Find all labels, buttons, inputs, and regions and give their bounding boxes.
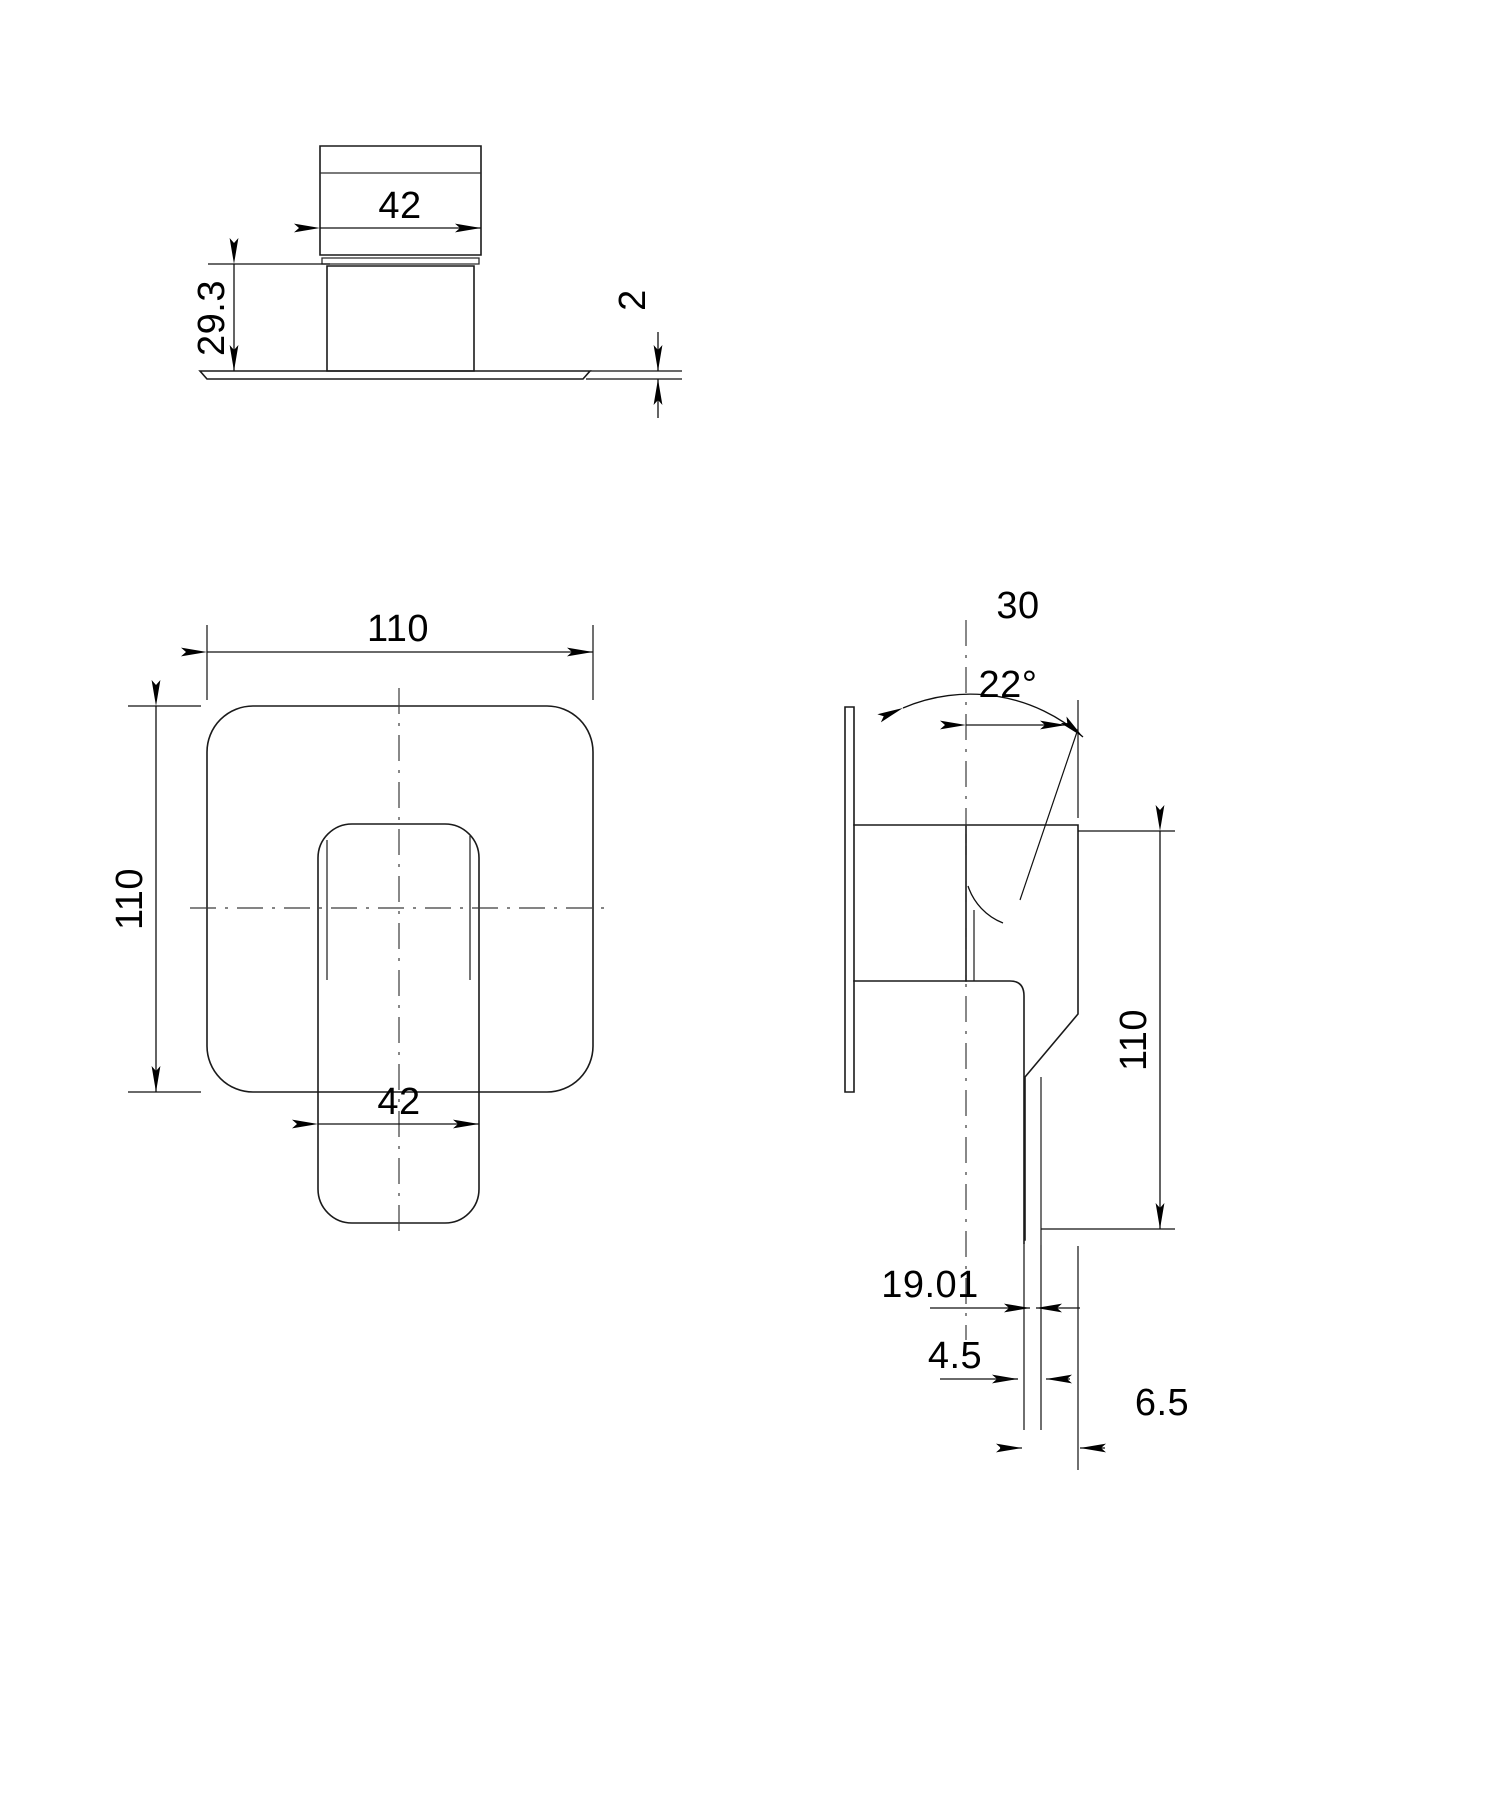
top-view-handle-cap [319, 145, 482, 256]
dimension-side-30-text: 30 [996, 585, 1039, 627]
dimension-front-110-horizontal: 110 [181, 608, 594, 700]
dimension-front-110-vertical-text: 110 [109, 868, 151, 930]
dimension-side-110: 110 [1041, 805, 1175, 1230]
side-view: 30 22° 110 19.01 [844, 585, 1189, 1470]
dimension-front-42: 42 [292, 1081, 479, 1129]
dimension-top-42-text: 42 [378, 185, 421, 227]
front-view-wall-plate [206, 705, 594, 1093]
front-view: 110 110 42 [109, 608, 610, 1240]
top-view-flange-plate [198, 370, 592, 380]
top-view: 42 29.3 2 [191, 145, 682, 418]
dimension-side-19-01-text: 19.01 [881, 1264, 979, 1306]
dimension-top-42: 42 [294, 185, 481, 233]
dimension-side-4-5-text: 4.5 [928, 1335, 982, 1377]
dimension-side-6-5: 6.5 [996, 1382, 1189, 1453]
dimension-side-22deg-text: 22° [979, 664, 1038, 706]
side-view-wall-plate [844, 706, 855, 1093]
dimension-front-110-horizontal-text: 110 [367, 608, 429, 650]
dimension-top-29-3: 29.3 [191, 238, 330, 371]
dimension-top-2: 2 [586, 289, 682, 418]
dimension-front-42-text: 42 [377, 1081, 420, 1123]
dimension-side-22deg: 22° [877, 664, 1084, 901]
dimension-side-110-text: 110 [1113, 1009, 1155, 1071]
dimension-side-4-5: 4.5 [928, 1335, 1072, 1384]
dimension-top-2-text: 2 [612, 289, 654, 311]
dimension-side-19-01: 19.01 [881, 1264, 1080, 1313]
top-view-spindle-boss [326, 265, 475, 372]
dimension-top-29-3-text: 29.3 [191, 280, 233, 356]
dimension-front-110-vertical: 110 [109, 680, 201, 1093]
front-view-centerlines [190, 688, 610, 1240]
top-view-joint-band [321, 257, 480, 265]
side-view-lever [965, 824, 1079, 1245]
side-view-angle-arc-small [967, 885, 1004, 924]
dimension-side-6-5-text: 6.5 [1135, 1382, 1189, 1424]
side-view-lever-tip-extensions [1023, 1243, 1079, 1470]
side-view-body [853, 824, 967, 982]
